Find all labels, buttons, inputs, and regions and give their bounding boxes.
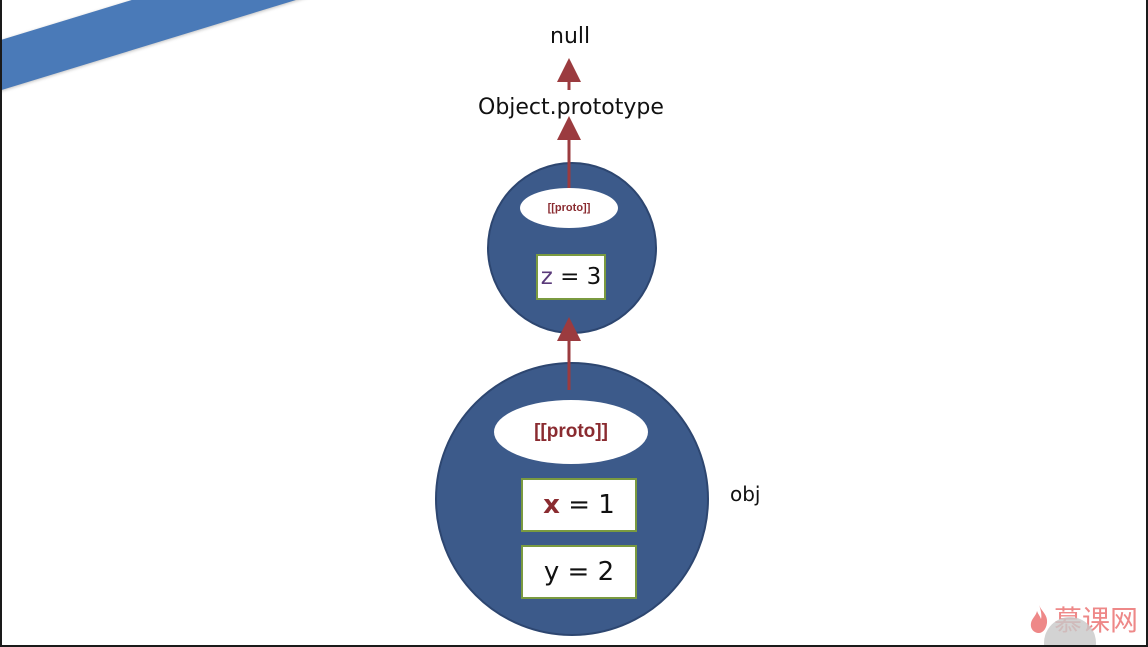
proto-slot-oval-large: [[proto]]	[494, 400, 648, 464]
flame-icon	[1030, 605, 1048, 633]
property-z-value: = 3	[552, 264, 602, 290]
property-x-box: x = 1	[521, 478, 637, 532]
proto-slot-oval-small: [[proto]]	[520, 188, 618, 228]
property-y-box: y = 2	[521, 545, 637, 599]
property-z-name: z	[540, 264, 553, 290]
property-y-value: = 2	[559, 557, 615, 587]
null-label: null	[550, 24, 591, 49]
property-z-box: z = 3	[536, 254, 606, 300]
property-x-name: x	[543, 490, 560, 520]
object-prototype-label: Object.prototype	[478, 95, 664, 120]
property-x-value: = 1	[559, 490, 615, 520]
property-y-name: y	[543, 557, 560, 587]
obj-label: obj	[730, 482, 761, 506]
